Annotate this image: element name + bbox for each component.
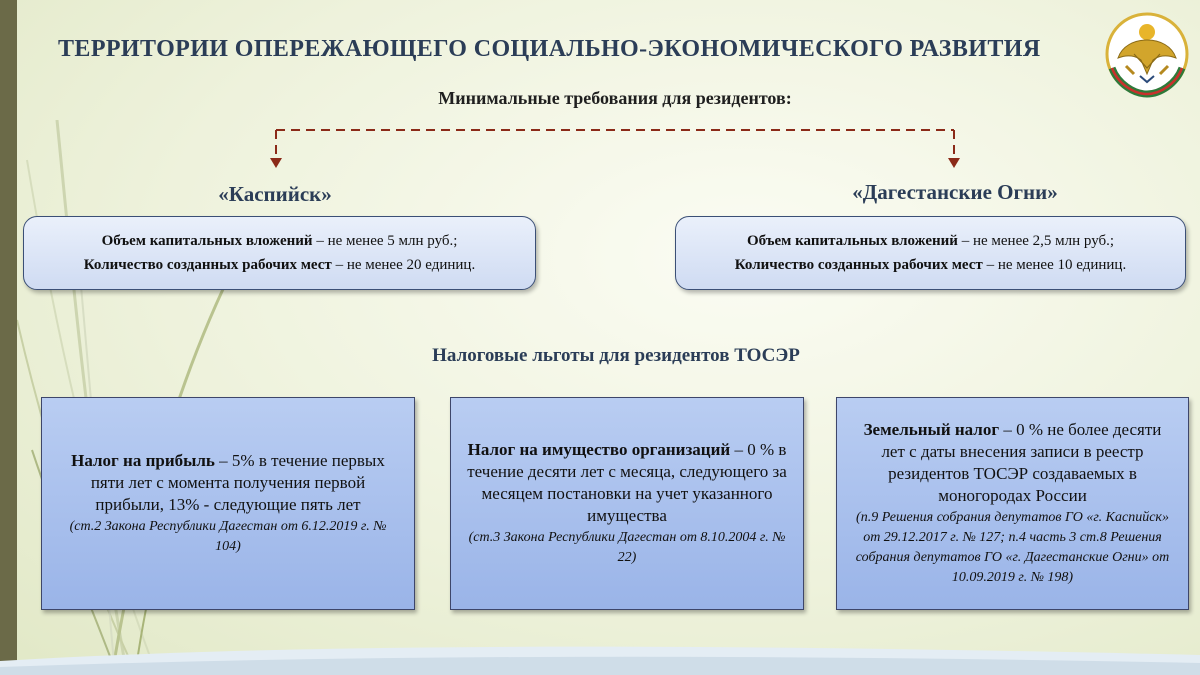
bottom-wave-decoration xyxy=(0,646,1200,675)
tax-description: Налог на имущество организаций – 0 % в т… xyxy=(465,439,789,527)
requirement-line: Объем капитальных вложений – не менее 2,… xyxy=(747,229,1114,253)
requirement-label: Количество созданных рабочих мест xyxy=(734,257,983,273)
tax-box-property: Налог на имущество организаций – 0 % в т… xyxy=(450,397,804,610)
requirement-label: Объем капитальных вложений xyxy=(101,233,313,249)
tax-legal-note: (ст.3 Закона Республики Дагестан от 8.10… xyxy=(468,530,786,565)
tax-description: Налог на прибыль – 5% в течение первых п… xyxy=(56,450,400,516)
requirement-label: Количество созданных рабочих мест xyxy=(83,257,332,273)
tax-legal-note: (п.9 Решения собрания депутатов ГО «г. К… xyxy=(855,510,1170,585)
requirement-label: Объем капитальных вложений xyxy=(746,233,958,249)
requirements-box-dagestanskie-ogni: Объем капитальных вложений – не менее 2,… xyxy=(675,216,1186,290)
left-accent-bar xyxy=(0,0,17,675)
tax-text: – 0 % в течение десяти лет с месяца, сле… xyxy=(467,440,787,525)
requirement-value: – не менее 2,5 млн руб.; xyxy=(957,233,1115,249)
dashed-connector xyxy=(270,129,960,168)
tax-legal-note: (ст.2 Закона Республики Дагестан от 6.12… xyxy=(69,519,387,554)
tax-box-profit: Налог на прибыль – 5% в течение первых п… xyxy=(41,397,415,610)
tax-text: – 5% в течение первых пяти лет с момента… xyxy=(90,451,385,514)
requirement-value: – не менее 5 млн руб.; xyxy=(312,233,458,249)
requirement-line: Количество созданных рабочих мест – не м… xyxy=(84,253,475,277)
page-title: ТЕРРИТОРИИ ОПЕРЕЖАЮЩЕГО СОЦИАЛЬНО-ЭКОНОМ… xyxy=(58,36,1041,62)
tax-benefits-heading: Налоговые льготы для резидентов ТОСЭР xyxy=(432,345,800,366)
city-label-dagestanskie-ogni: «Дагестанские Огни» xyxy=(852,180,1058,204)
requirement-line: Количество созданных рабочих мест – не м… xyxy=(735,253,1126,277)
tax-name: Налог на прибыль xyxy=(71,451,215,470)
city-label-kaspiysk: «Каспийск» xyxy=(218,182,332,206)
tax-name: Земельный налог xyxy=(863,420,1000,439)
dagestan-emblem-icon xyxy=(1105,12,1189,98)
requirement-value: – не менее 20 единиц. xyxy=(331,257,476,273)
requirement-value: – не менее 10 единиц. xyxy=(982,257,1127,273)
requirements-subtitle: Минимальные требования для резидентов: xyxy=(438,88,792,108)
requirement-line: Объем капитальных вложений – не менее 5 … xyxy=(102,229,458,253)
tax-description: Земельный налог – 0 % не более десяти ле… xyxy=(851,419,1174,507)
tax-name: Налог на имущество организаций xyxy=(467,440,731,459)
tax-box-land: Земельный налог – 0 % не более десяти ле… xyxy=(836,397,1189,610)
tax-text: – 0 % не более десяти лет с даты внесени… xyxy=(881,420,1162,505)
requirements-box-kaspiysk: Объем капитальных вложений – не менее 5 … xyxy=(23,216,536,290)
